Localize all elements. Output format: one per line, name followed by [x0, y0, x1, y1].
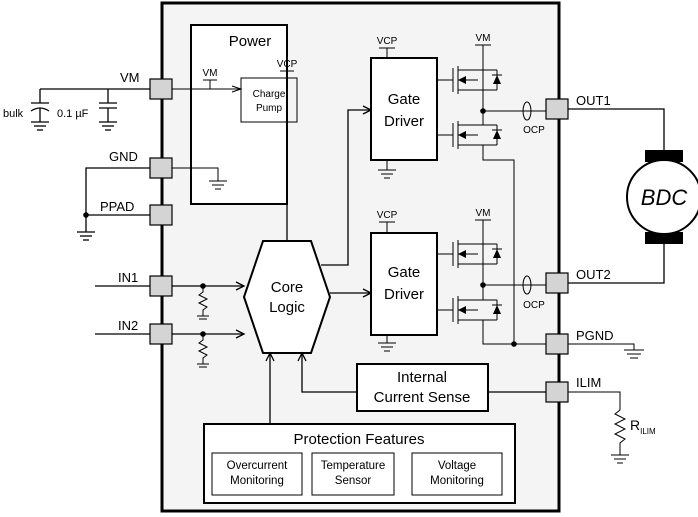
pin-in2: [149, 323, 173, 345]
pin-out1: [545, 98, 569, 120]
gnd-external-circuit: [77, 167, 150, 241]
pin-vm: [149, 78, 173, 100]
power-block: [190, 24, 288, 205]
core-logic-label-1: Core: [271, 279, 304, 296]
ocp-1-label: OCP: [523, 125, 545, 136]
pin-ppad: [149, 204, 173, 226]
gate-driver-2-supply: [378, 221, 396, 352]
bdc-motor: [568, 108, 698, 284]
protection-to-core-arrow: [265, 351, 275, 362]
pin-label-pgnd: PGND: [576, 328, 614, 343]
h-bridge-2-vm-label: VM: [476, 208, 491, 219]
temperature-label-2: Sensor: [335, 475, 372, 487]
pin-in1: [149, 275, 173, 297]
pin-pgnd: [545, 333, 569, 355]
current-sense-label-2: Current Sense: [374, 389, 471, 406]
motor-label: BDC: [641, 185, 688, 210]
gate-driver-1-label-1: Gate: [388, 91, 421, 108]
h-bridge-1-vm-label: VM: [476, 33, 491, 44]
pgnd-ground: [568, 343, 644, 359]
power-vm-label: VM: [203, 68, 218, 79]
pin-label-ilim: ILIM: [576, 375, 601, 390]
voltage-monitoring-box: [411, 452, 503, 496]
pin-ilim: [545, 381, 569, 403]
pin-gnd: [149, 157, 173, 179]
power-vcp-label: VCP: [277, 59, 298, 70]
temperature-label-1: Temperature: [321, 460, 386, 472]
pin-out2: [545, 272, 569, 294]
power-internal-wiring: [172, 70, 294, 241]
pin-label-in2: IN2: [118, 318, 138, 333]
gate-driver-1-vcp-label: VCP: [377, 36, 398, 47]
current-sense-label-1: Internal: [397, 369, 447, 386]
gate-driver-2-block: [370, 232, 438, 336]
rilim-label-sub: ILIM: [640, 427, 656, 436]
cap-label: 0.1 µF: [57, 108, 89, 120]
gate-driver-1-label-2: Driver: [384, 113, 424, 130]
charge-pump-block: [240, 77, 298, 123]
pin-label-vm: VM: [120, 70, 140, 85]
core-logic-block: [242, 240, 332, 354]
current-sense-wiring: [297, 351, 546, 393]
h-bridge-1: [437, 44, 546, 344]
voltage-label-2: Monitoring: [430, 475, 484, 487]
voltage-label-1: Voltage: [438, 460, 476, 472]
ocp-2-label: OCP: [523, 300, 545, 311]
power-title: Power: [229, 33, 272, 50]
pin-label-in1: IN1: [118, 270, 138, 285]
gate-driver-1-supply: [378, 47, 396, 179]
pin-label-out1: OUT1: [576, 93, 611, 108]
gate-driver-2-label-1: Gate: [388, 264, 421, 281]
h-bridge-2: [437, 219, 546, 347]
temperature-sensor-box: [311, 452, 395, 496]
rilim-resistor: [568, 391, 629, 464]
gate-driver-2-vcp-label: VCP: [377, 210, 398, 221]
rilim-label-main: R: [630, 417, 640, 433]
overcurrent-monitoring-box: [211, 452, 303, 496]
overcurrent-label-2: Monitoring: [230, 475, 284, 487]
overcurrent-label-1: Overcurrent: [227, 460, 289, 472]
rilim-label: RILIM: [630, 417, 656, 436]
charge-pump-label-1: Charge: [253, 89, 286, 100]
bulk-label: bulk: [3, 108, 24, 120]
vm-external-circuit: [30, 88, 150, 131]
gate-driver-1-block: [370, 57, 438, 161]
core-logic-label-2: Logic: [269, 299, 305, 316]
charge-pump-label-2: Pump: [256, 103, 283, 114]
pin-label-gnd: GND: [109, 149, 138, 164]
pin-label-ppad: PPAD: [100, 199, 134, 214]
input-wiring: [95, 281, 246, 368]
gate-driver-2-label-2: Driver: [384, 286, 424, 303]
current-sense-block: [356, 363, 489, 412]
pin-label-out2: OUT2: [576, 267, 611, 282]
protection-features-block: [203, 423, 516, 504]
protection-title: Protection Features: [294, 431, 425, 448]
